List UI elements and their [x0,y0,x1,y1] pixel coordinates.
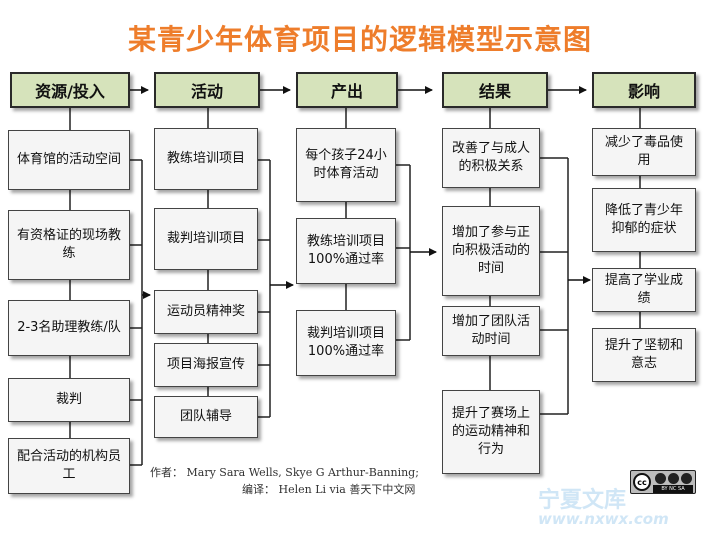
outcome-box: 增加了参与正向积极活动的时间 [442,206,540,296]
impact-box: 降低了青少年抑郁的症状 [592,188,696,252]
impact-box: 提升了坚韧和意志 [592,328,696,382]
output-box: 教练培训项目100%通过率 [296,218,396,284]
resource-box: 裁判 [8,378,130,422]
noncommercial-icon [668,473,679,484]
translator-credit: 编译： Helen Li via 善天下中文网 [242,483,416,496]
header-activities: 活动 [154,72,260,108]
header-resources: 资源/投入 [10,72,130,108]
activity-box: 运动员精神奖 [154,290,258,334]
impact-box: 提高了学业成绩 [592,268,696,312]
resource-box: 有资格证的现场教练 [8,210,130,280]
output-box: 每个孩子24小时体育活动 [296,128,396,202]
impact-box: 减少了毒品使用 [592,128,696,176]
outcome-box: 改善了与成人的积极关系 [442,128,540,188]
activity-box: 项目海报宣传 [154,343,258,387]
header-outputs: 产出 [296,72,398,108]
outcome-box: 提升了赛场上的运动精神和行为 [442,390,540,474]
cc-logo-icon: cc [633,473,651,491]
sharealike-icon [681,473,692,484]
cc-license-badge: cc BY NC SA [630,470,696,494]
outcome-box: 增加了团队活动时间 [442,306,540,356]
watermark-text: 宁夏文库 [538,488,627,513]
resource-box: 体育馆的活动空间 [8,130,130,190]
page-title: 某青少年体育项目的逻辑模型示意图 [127,23,592,56]
activity-box: 教练培训项目 [154,128,258,190]
output-box: 裁判培训项目100%通过率 [296,310,396,376]
resource-box: 2-3名助理教练/队 [8,300,130,356]
author-credit: 作者： Mary Sara Wells, Skye G Arthur-Banni… [150,466,419,479]
cc-terms: BY NC SA [653,485,693,493]
activity-box: 团队辅导 [154,396,258,438]
header-outcomes: 结果 [442,72,548,108]
activity-box: 裁判培训项目 [154,208,258,270]
resource-box: 配合活动的机构员工 [8,438,130,494]
attribution-icon [655,473,666,484]
header-impact: 影响 [592,72,696,108]
watermark-url: www.nxwx.com [538,510,669,528]
